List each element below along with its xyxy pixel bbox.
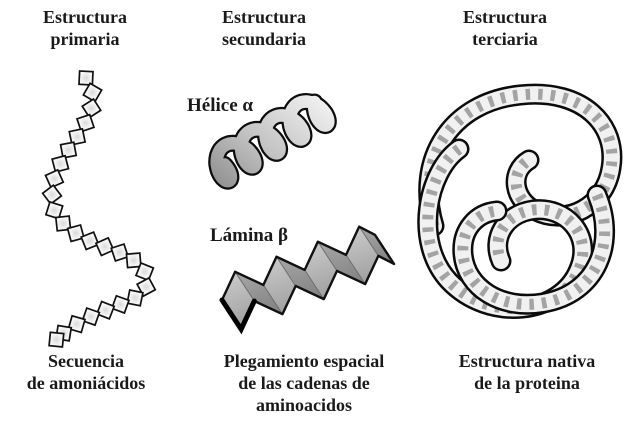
helix-label: Hélice α <box>187 95 253 116</box>
caption-line: Secuencia <box>47 351 124 371</box>
sheet-label: Lámina β <box>209 225 289 246</box>
column-title-secondary: Estructura secundaria <box>222 6 306 50</box>
title-line: Estructura <box>463 7 547 27</box>
caption-line: Plegamiento espacial <box>223 351 385 371</box>
caption-line: de la proteina <box>474 373 580 393</box>
primary-chain-drawing <box>41 70 157 348</box>
caption-line: de las cadenas de <box>238 373 370 393</box>
caption-line: de amoniácidos <box>26 373 146 393</box>
column-title-primary: Estructura primaria <box>43 6 127 50</box>
title-line: secundaria <box>221 29 307 49</box>
alpha-helix-drawing <box>208 93 337 190</box>
title-line: Estructura <box>221 7 306 27</box>
beta-sheet-drawing <box>219 225 396 335</box>
tertiary-structure-drawing <box>428 94 612 308</box>
caption-line: Estructura nativa <box>458 351 596 371</box>
caption-line: aminoacidos <box>255 395 353 415</box>
title-line: primaria <box>50 29 120 49</box>
caption-primary: Secuencia de amoniácidos <box>27 350 146 394</box>
column-title-tertiary: Estructura terciaria <box>463 6 547 50</box>
title-line: terciaria <box>472 29 538 49</box>
caption-secondary: Plegamiento espacial de las cadenas de a… <box>224 350 384 416</box>
caption-tertiary: Estructura nativa de la proteina <box>459 350 596 394</box>
title-line: Estructura <box>43 7 127 27</box>
